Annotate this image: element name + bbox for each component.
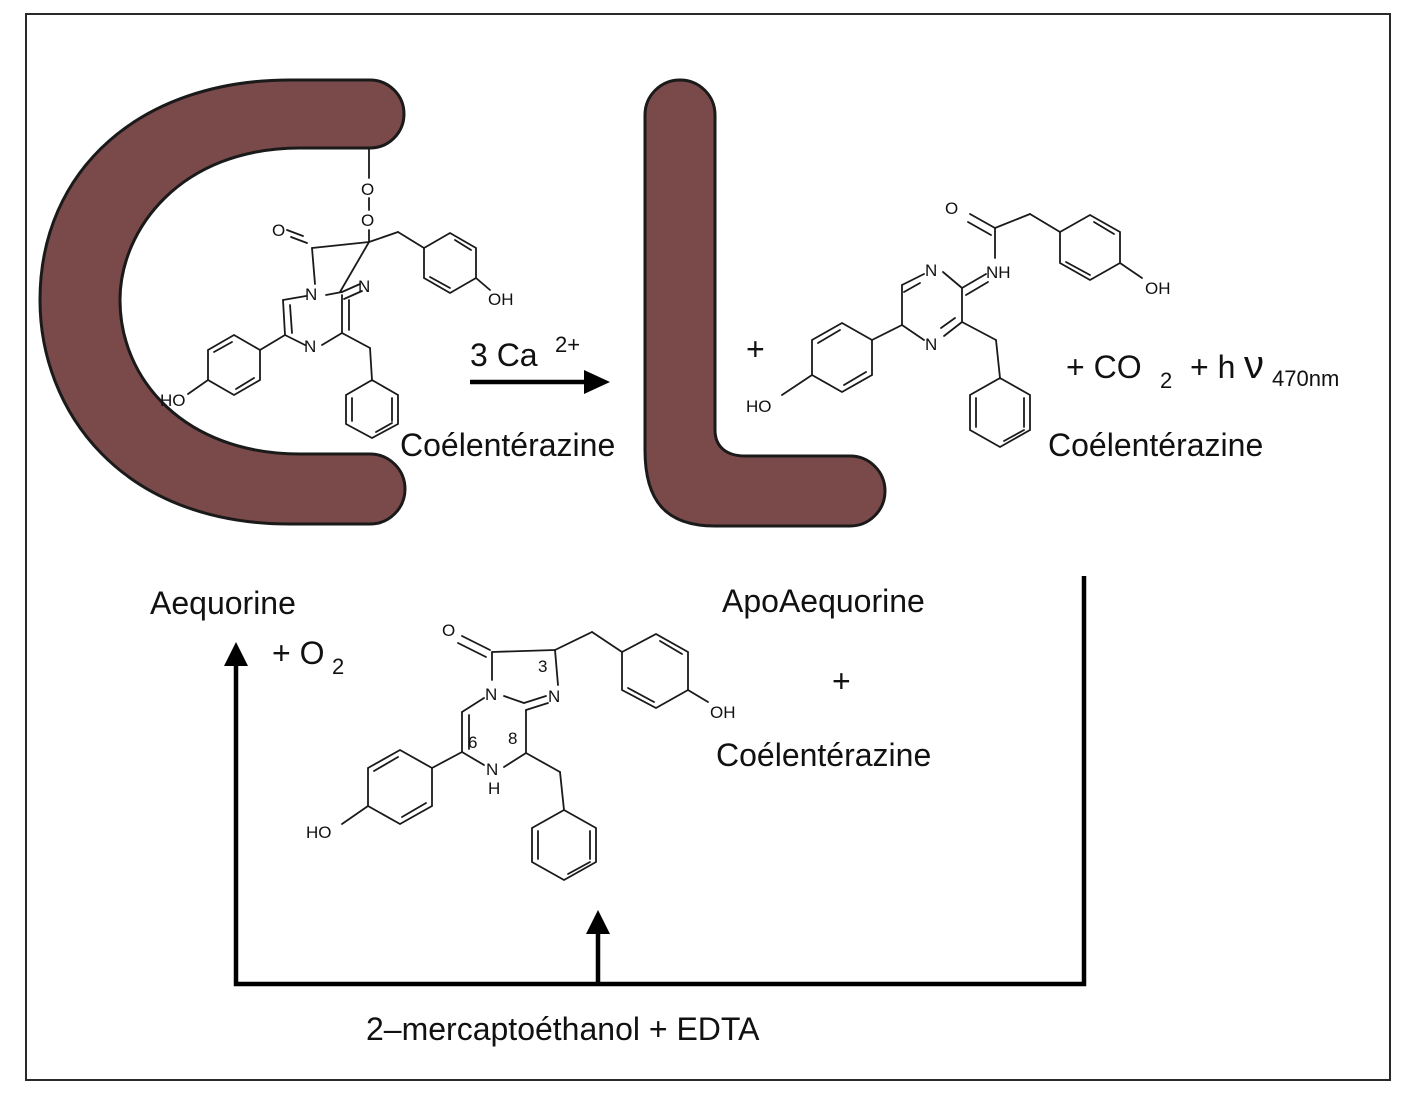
middle-oh: OH [710, 703, 736, 722]
right-nh: NH [986, 263, 1011, 282]
regeneration-loop [233, 576, 1087, 987]
middle-plus: + [832, 663, 851, 699]
left-oh: OH [488, 290, 514, 309]
pos3-label: 3 [538, 657, 547, 676]
middle-coelenterazine-label: Coélentérazine [716, 737, 931, 773]
middle-molecule: O 3 N N 6 N H 8 OH [306, 621, 736, 882]
left-n1: N [305, 285, 317, 304]
right-plus: + [746, 331, 765, 367]
right-coelenterazine-label: Coélentérazine [1048, 427, 1263, 463]
co2-sub: 2 [1160, 368, 1172, 393]
left-molecule: O N N N OH HO [160, 221, 514, 440]
left-n2: N [358, 277, 370, 296]
loop-arrow-head-middle [586, 910, 610, 934]
o2-sub: 2 [332, 654, 344, 679]
right-oh: OH [1145, 279, 1171, 298]
middle-n2: N [548, 687, 560, 706]
pos8-label: 8 [508, 729, 517, 748]
middle-n3: N [486, 760, 498, 779]
right-ho: HO [746, 397, 772, 416]
right-molecule: N N NH O OH HO [746, 199, 1171, 449]
arrow-label-charge: 2+ [555, 332, 580, 357]
loop-arrow-head-left [224, 642, 248, 666]
apoaequorin-protein-shape [643, 78, 887, 528]
apoaequorine-label: ApoAequorine [722, 583, 925, 619]
figure-frame [25, 13, 1391, 1081]
middle-carbonyl-o: O [442, 621, 455, 640]
middle-h: H [488, 779, 500, 798]
right-n2: N [925, 335, 937, 354]
left-ho: HO [160, 391, 186, 410]
hv-sub: 470nm [1272, 366, 1339, 391]
middle-n1: N [485, 685, 497, 704]
peroxide-o2: O [361, 211, 374, 230]
right-n1: N [925, 261, 937, 280]
arrow-label-ca: 3 Ca [470, 337, 538, 373]
middle-ho: HO [306, 823, 332, 842]
right-carbonyl-o: O [945, 199, 958, 218]
left-n3: N [304, 337, 316, 356]
reaction-arrow-head [584, 370, 610, 394]
left-carbonyl-o: O [272, 221, 285, 240]
o2-prefix: + O [272, 635, 324, 671]
aequorin-protein-shape [38, 78, 407, 526]
pos6-label: 6 [468, 733, 477, 752]
nu-symbol: ν [1244, 343, 1264, 387]
bottom-label: 2–mercaptoéthanol + EDTA [366, 1011, 760, 1047]
left-coelenterazine-label: Coélentérazine [400, 427, 615, 463]
aequorine-label: Aequorine [150, 585, 296, 621]
hv-prefix: + h [1190, 349, 1235, 385]
peroxide-o1: O [361, 180, 374, 199]
co2-prefix: + CO [1066, 349, 1142, 385]
